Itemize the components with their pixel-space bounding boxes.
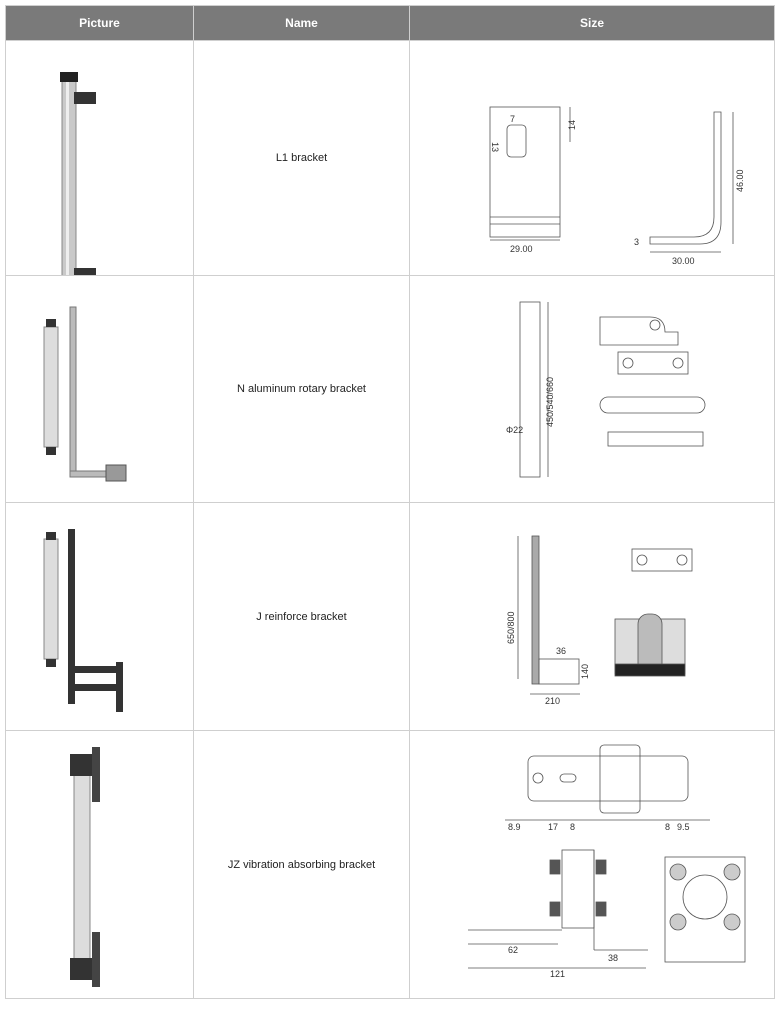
dimension-drawing: 450/540/660 Φ22 xyxy=(409,275,775,503)
table-row: L1 bracket 7 14 13 29.00 46.00 30.00 3 xyxy=(5,40,775,276)
dim-label: 450/540/660 xyxy=(545,376,555,426)
header-size: Size xyxy=(409,5,775,41)
header-row: Picture Name Size xyxy=(5,5,775,41)
dim-label: 140 xyxy=(580,663,590,678)
product-photo xyxy=(5,40,194,276)
j-reinforce-drawing: 650/800 210 140 36 xyxy=(506,535,693,706)
dimension-drawing: 8.9 17 8 8 9.5 62 121 38 xyxy=(409,730,775,999)
dim-label: 38 xyxy=(608,953,618,963)
dimension-drawing: 7 14 13 29.00 46.00 30.00 3 xyxy=(409,40,775,276)
jz-vibration-drawing: 8.9 17 8 8 9.5 62 121 38 xyxy=(468,744,746,979)
bracket-table: Picture Name Size L1 bracket 7 xyxy=(5,5,775,999)
dim-label: 3 xyxy=(634,237,639,247)
j-reinforce-bracket-photo xyxy=(43,528,123,712)
dim-label: 121 xyxy=(550,969,565,979)
product-photo xyxy=(5,275,194,503)
dim-label: Φ22 xyxy=(506,425,523,435)
dim-label: 30.00 xyxy=(672,256,695,266)
table-row: N aluminum rotary bracket 450/540/660 Φ2… xyxy=(5,275,775,503)
table-row: JZ vibration absorbing bracket 8.9 17 8 … xyxy=(5,730,775,999)
dim-label: 210 xyxy=(545,696,560,706)
table-row: J reinforce bracket 650/800 210 140 36 xyxy=(5,502,775,731)
n-rotary-bracket-photo xyxy=(43,306,127,481)
dim-label: 8.9 xyxy=(508,822,521,832)
jz-vibration-bracket-photo xyxy=(70,746,100,987)
n-rotary-drawing: 450/540/660 Φ22 xyxy=(506,301,706,477)
dim-label: 8 xyxy=(665,822,670,832)
dim-label: 9.5 xyxy=(677,822,690,832)
product-photo xyxy=(5,730,194,999)
dim-label: 13 xyxy=(490,142,500,152)
product-name: L1 bracket xyxy=(193,40,410,276)
product-name: J reinforce bracket xyxy=(193,502,410,731)
dim-label: 62 xyxy=(508,945,518,955)
dim-label: 29.00 xyxy=(510,244,533,254)
header-picture: Picture xyxy=(5,5,194,41)
dim-label: 650/800 xyxy=(506,611,516,644)
dimension-drawing: 650/800 210 140 36 xyxy=(409,502,775,731)
l1-bracket-photo xyxy=(60,71,96,275)
dim-label: 14 xyxy=(567,119,577,129)
l1-drawing: 7 14 13 29.00 46.00 30.00 3 xyxy=(489,106,745,266)
product-photo xyxy=(5,502,194,731)
product-name: N aluminum rotary bracket xyxy=(193,275,410,503)
dim-label: 46.00 xyxy=(735,169,745,192)
product-name: JZ vibration absorbing bracket xyxy=(193,730,410,999)
dim-label: 8 xyxy=(570,822,575,832)
dim-label: 36 xyxy=(556,646,566,656)
dim-label: 7 xyxy=(510,114,515,124)
header-name: Name xyxy=(193,5,410,41)
dim-label: 17 xyxy=(548,822,558,832)
